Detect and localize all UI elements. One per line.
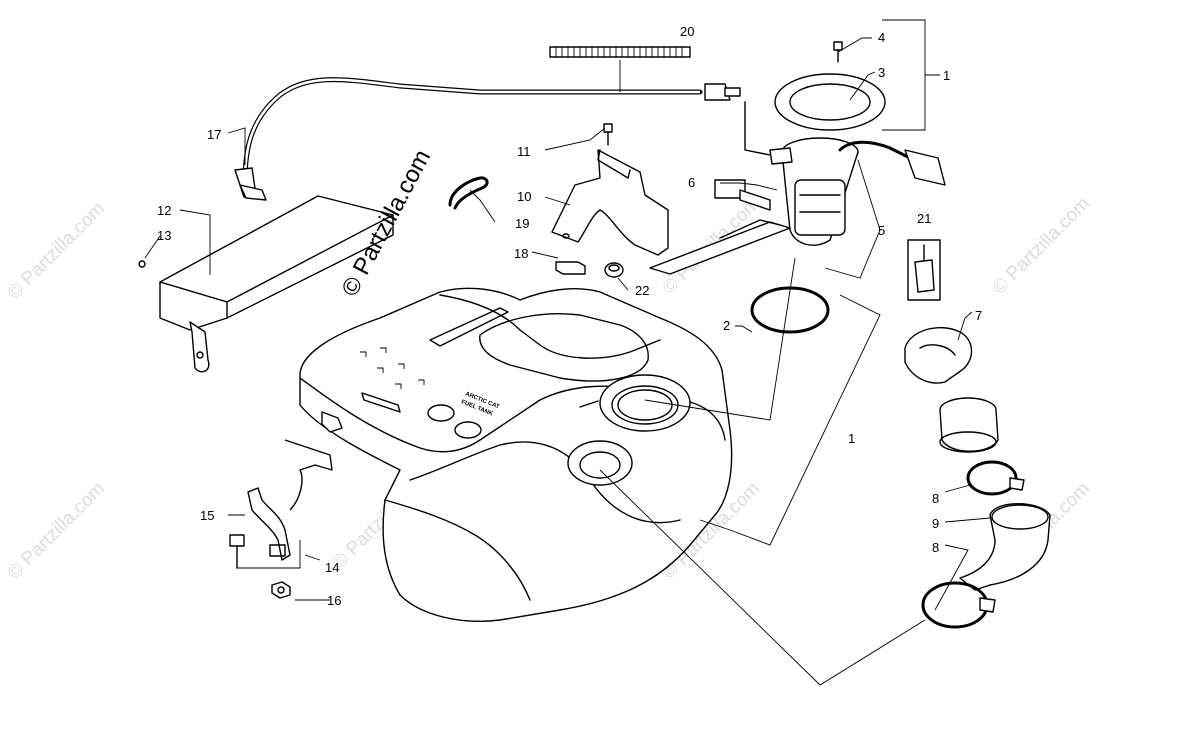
watermark-faint: © Partzilla.com <box>4 198 109 303</box>
sleeve-20 <box>549 46 691 58</box>
filler-neck-opening <box>567 440 633 486</box>
callout-1: 1 <box>848 431 855 446</box>
bolt-11 <box>603 123 613 146</box>
callout-16: 16 <box>327 593 341 608</box>
bolt-15 <box>229 534 245 569</box>
strap-14 <box>247 439 333 561</box>
callout-19: 19 <box>515 216 529 231</box>
oring-2 <box>750 286 830 334</box>
fuel-pump-assembly <box>649 101 946 275</box>
callout-14: 14 <box>325 560 339 575</box>
callout-2: 2 <box>723 318 730 333</box>
grommet-22 <box>604 262 624 278</box>
clamp-8-lower <box>921 581 996 629</box>
callout-6: 6 <box>688 175 695 190</box>
bracket-10 <box>551 149 669 256</box>
callout-18: 18 <box>514 246 528 261</box>
flange-3 <box>774 73 886 131</box>
callout-22: 22 <box>635 283 649 298</box>
callout-7: 7 <box>975 308 982 323</box>
callout-15: 15 <box>200 508 214 523</box>
callout-10: 10 <box>517 189 531 204</box>
callout-21: 21 <box>917 211 931 226</box>
connector-21 <box>907 239 941 301</box>
callout-13: 13 <box>157 228 171 243</box>
fuel-cap-7 <box>904 327 973 384</box>
callout-12: 12 <box>157 203 171 218</box>
callout-4: 4 <box>878 30 885 45</box>
callout-1: 1 <box>943 68 950 83</box>
callout-8: 8 <box>932 540 939 555</box>
callout-11: 11 <box>517 144 531 159</box>
leader-lines <box>144 19 991 686</box>
callout-labels: 1 1 2 3 4 5 6 7 8 8 9 10 11 12 13 14 15 … <box>157 24 982 608</box>
callout-5: 5 <box>878 223 885 238</box>
callout-20: 20 <box>680 24 694 39</box>
clamp-8-upper <box>966 460 1025 496</box>
callout-3: 3 <box>878 65 885 80</box>
callout-17: 17 <box>207 127 221 142</box>
callout-8: 8 <box>932 491 939 506</box>
filler-neck <box>939 397 999 453</box>
nut-16 <box>271 581 291 599</box>
hose-9 <box>959 503 1051 591</box>
screw-13 <box>138 260 146 268</box>
watermark-faint: © Partzilla.com <box>4 478 109 583</box>
pump-opening <box>599 374 691 432</box>
fuel-tank: ARCTIC CAT FUEL TANK <box>299 287 733 622</box>
fuel-hose-17 <box>234 77 741 201</box>
heat-shield <box>159 195 394 373</box>
callout-9: 9 <box>932 516 939 531</box>
pad-18 <box>555 261 586 275</box>
watermark-faint: © Partzilla.com <box>989 193 1094 298</box>
clip-19 <box>448 176 489 210</box>
